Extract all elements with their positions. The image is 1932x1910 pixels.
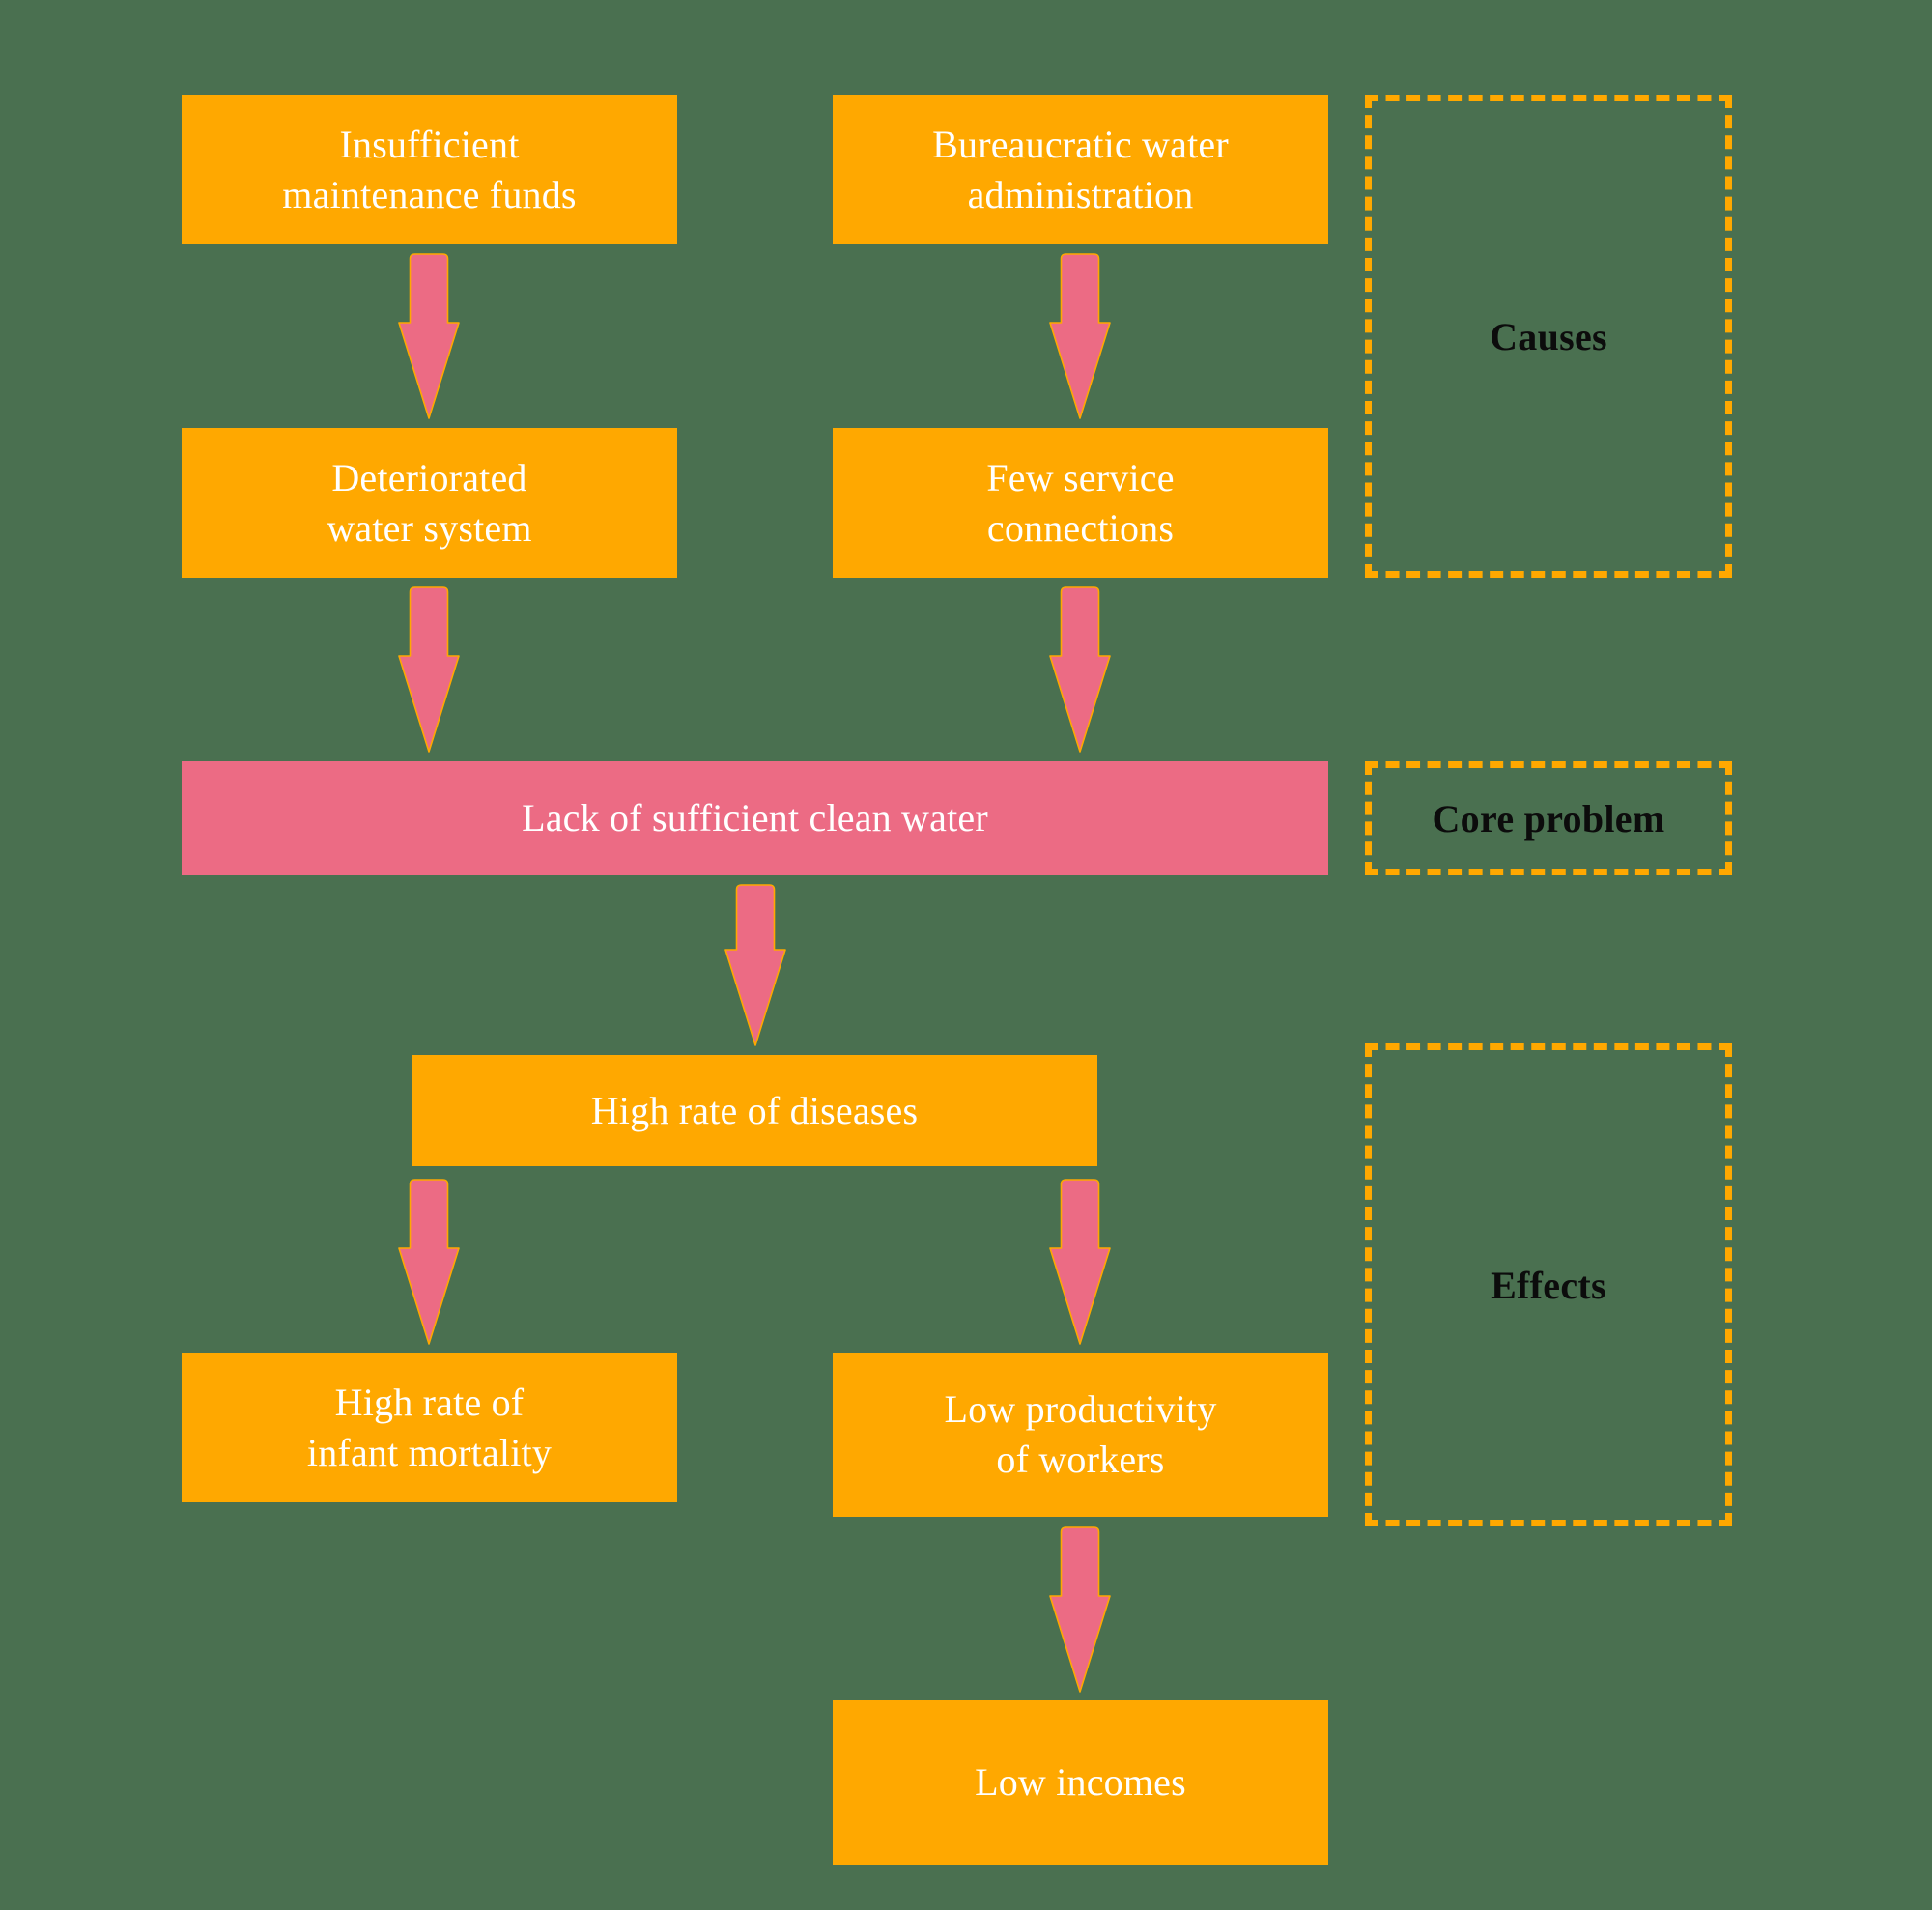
arrow-diseases-to-mortality <box>398 1179 460 1345</box>
node-label: High rate of diseases <box>590 1088 919 1132</box>
node-label: Bureaucratic water administration <box>932 122 1229 216</box>
node-label: Deteriorated water system <box>327 455 532 550</box>
node-label: Low incomes <box>975 1760 1186 1804</box>
legend-label-effects: Effects <box>1491 1263 1606 1307</box>
node-low-productivity-of-workers[interactable]: Low productivity of workers <box>833 1353 1328 1517</box>
node-label: High rate of infant mortality <box>306 1380 553 1474</box>
arrow-connections-to-core <box>1049 586 1111 753</box>
arrow-productivity-to-incomes <box>1049 1526 1111 1693</box>
node-high-rate-of-diseases[interactable]: High rate of diseases <box>412 1055 1097 1166</box>
legend-label-causes: Causes <box>1490 314 1607 358</box>
arrow-diseases-to-productivity <box>1049 1179 1111 1345</box>
node-low-incomes[interactable]: Low incomes <box>833 1700 1328 1865</box>
node-label: Low productivity of workers <box>944 1387 1217 1481</box>
node-few-service-connections[interactable]: Few service connections <box>833 428 1328 578</box>
arrow-admin-to-connections <box>1049 253 1111 419</box>
node-label: Few service connections <box>986 455 1175 550</box>
node-bureaucratic-water-administration[interactable]: Bureaucratic water administration <box>833 95 1328 244</box>
legend-box-core-problem: Core problem <box>1365 761 1732 875</box>
legend-box-effects: Effects <box>1365 1043 1732 1526</box>
node-label: Insufficient maintenance funds <box>282 122 577 216</box>
node-insufficient-maintenance-funds[interactable]: Insufficient maintenance funds <box>182 95 677 244</box>
arrow-core-to-diseases <box>724 884 786 1046</box>
node-deteriorated-water-system[interactable]: Deteriorated water system <box>182 428 677 578</box>
legend-box-causes: Causes <box>1365 95 1732 578</box>
node-label: Lack of sufficient clean water <box>522 796 988 840</box>
arrow-funds-to-system <box>398 253 460 419</box>
arrow-system-to-core <box>398 586 460 753</box>
node-high-rate-of-infant-mortality[interactable]: High rate of infant mortality <box>182 1353 677 1502</box>
legend-label-core-problem: Core problem <box>1432 796 1665 841</box>
node-core-problem-lack-of-clean-water[interactable]: Lack of sufficient clean water <box>182 761 1328 875</box>
